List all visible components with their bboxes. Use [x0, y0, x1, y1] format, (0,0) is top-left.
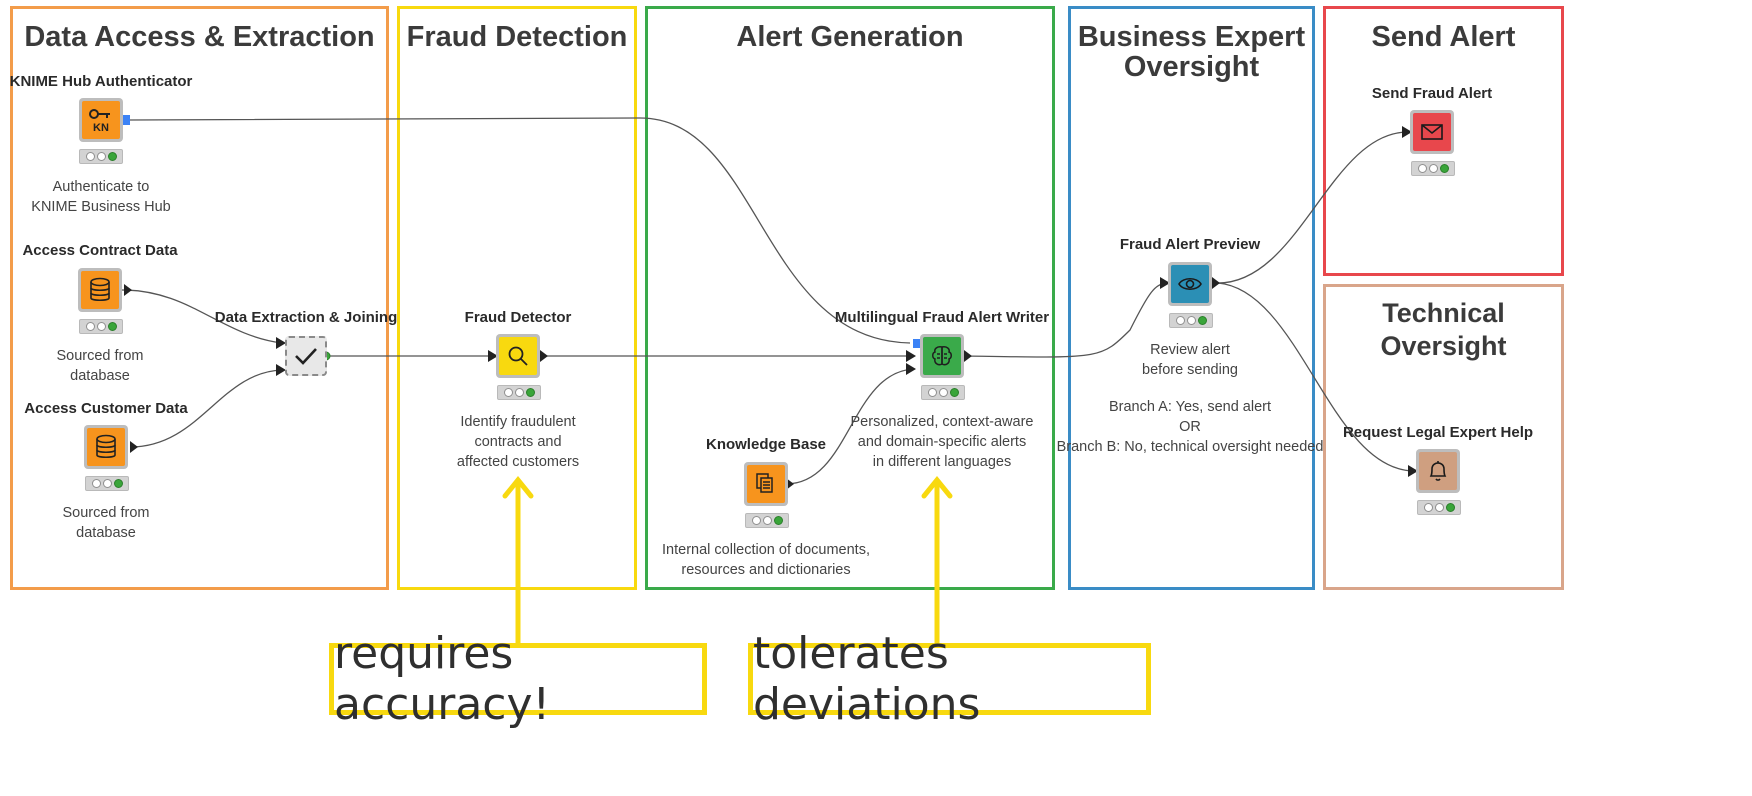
- section-technical-oversight: Technical Oversight: [1323, 284, 1564, 590]
- node-knowledge-base[interactable]: [744, 462, 788, 506]
- section-title: Data Access & Extraction: [24, 21, 375, 53]
- database-icon: [87, 428, 125, 466]
- node-label-knowledge-base: Knowledge Base: [705, 436, 827, 453]
- node-desc-knowledge-base: Internal collection of documents,resourc…: [662, 542, 870, 578]
- output-port-kb: [786, 478, 794, 490]
- node-status-fraud-detector: [497, 385, 541, 400]
- magnifier-icon: [499, 337, 537, 375]
- node-fraud-detector[interactable]: [496, 334, 540, 378]
- node-send-fraud-alert[interactable]: [1410, 110, 1454, 154]
- section-title: Send Alert: [1371, 21, 1516, 53]
- input-port-writer-bottom: [906, 363, 916, 375]
- node-status-hub-auth: [79, 149, 123, 164]
- node-hub-auth[interactable]: KN: [79, 98, 123, 142]
- node-label-alert-preview: Fraud Alert Preview: [1119, 236, 1261, 253]
- node-label-legal-help: Request Legal Expert Help: [1342, 424, 1534, 441]
- node-label-alert-writer: Multilingual Fraud Alert Writer: [834, 309, 1050, 326]
- node-label-send-fraud-alert: Send Fraud Alert: [1371, 85, 1493, 102]
- connector-preview-to-send: [1217, 131, 1409, 284]
- auth-output-port: [121, 115, 130, 125]
- node-status-alert-writer: [921, 385, 965, 400]
- input-port-join-top: [276, 337, 286, 349]
- output-port-writer: [964, 350, 972, 362]
- input-port-writer-mid: [906, 350, 916, 362]
- node-legal-help[interactable]: [1416, 449, 1460, 493]
- callout-requires-accuracy: requires accuracy!: [329, 628, 707, 730]
- section-title-line1: Business Expert: [1077, 21, 1306, 53]
- section-title: Technical Oversight: [1380, 298, 1507, 361]
- output-port-preview: [1212, 277, 1220, 289]
- input-port-join-bottom: [276, 364, 286, 376]
- node-access-contract[interactable]: [78, 268, 122, 312]
- connector-preview-to-legal: [1217, 282, 1415, 472]
- output-port-detector: [540, 350, 548, 362]
- section-title: Fraud Detection: [406, 21, 628, 53]
- key-kn-icon: KN: [82, 101, 120, 139]
- connector-customer-to-join: [129, 369, 283, 448]
- documents-icon: [747, 465, 785, 503]
- node-status-send-fraud-alert: [1411, 161, 1455, 176]
- section-title-line2: Oversight: [1123, 51, 1260, 83]
- node-access-customer[interactable]: [84, 425, 128, 469]
- input-port-preview: [1160, 277, 1170, 289]
- node-status-knowledge-base: [745, 513, 789, 528]
- node-label-hub-auth: KNIME Hub Authenticator: [9, 73, 193, 90]
- connector-contract-to-join: [121, 289, 283, 344]
- node-status-access-customer: [85, 476, 129, 491]
- input-port-send: [1402, 126, 1412, 138]
- node-label-access-customer: Access Customer Data: [24, 400, 188, 417]
- connector-kb-to-writer: [785, 368, 915, 485]
- connector-auth-to-writer: [129, 117, 911, 344]
- envelope-icon: [1413, 113, 1451, 151]
- node-extraction-joining[interactable]: [285, 336, 327, 376]
- node-alert-writer[interactable]: [920, 334, 964, 378]
- input-port-legal: [1408, 465, 1418, 477]
- database-icon: [81, 271, 119, 309]
- input-port-detector: [488, 350, 498, 362]
- node-status-access-contract: [79, 319, 123, 334]
- node-label-access-contract: Access Contract Data: [22, 242, 178, 259]
- svg-text:KN: KN: [93, 122, 109, 134]
- node-label-fraud-detector: Fraud Detector: [464, 309, 572, 326]
- connector-writer-to-preview: [965, 282, 1167, 358]
- callout-tolerates-deviations: tolerates deviations: [748, 628, 1151, 730]
- node-alert-preview[interactable]: [1168, 262, 1212, 306]
- node-status-alert-preview: [1169, 313, 1213, 328]
- section-data-access: Data Access & Extraction: [10, 6, 389, 590]
- output-port-customer: [130, 441, 138, 453]
- writer-credential-port: [913, 339, 922, 348]
- bell-icon: [1419, 452, 1457, 490]
- checkmark-icon: [290, 341, 322, 371]
- node-status-legal-help: [1417, 500, 1461, 515]
- section-alert-generation: Alert Generation: [645, 6, 1055, 590]
- output-port-contract: [124, 284, 132, 296]
- section-title: Alert Generation: [736, 21, 964, 53]
- node-label-extraction-joining: Data Extraction & Joining: [214, 309, 398, 326]
- eye-icon: [1171, 265, 1209, 303]
- brain-icon: [923, 337, 961, 375]
